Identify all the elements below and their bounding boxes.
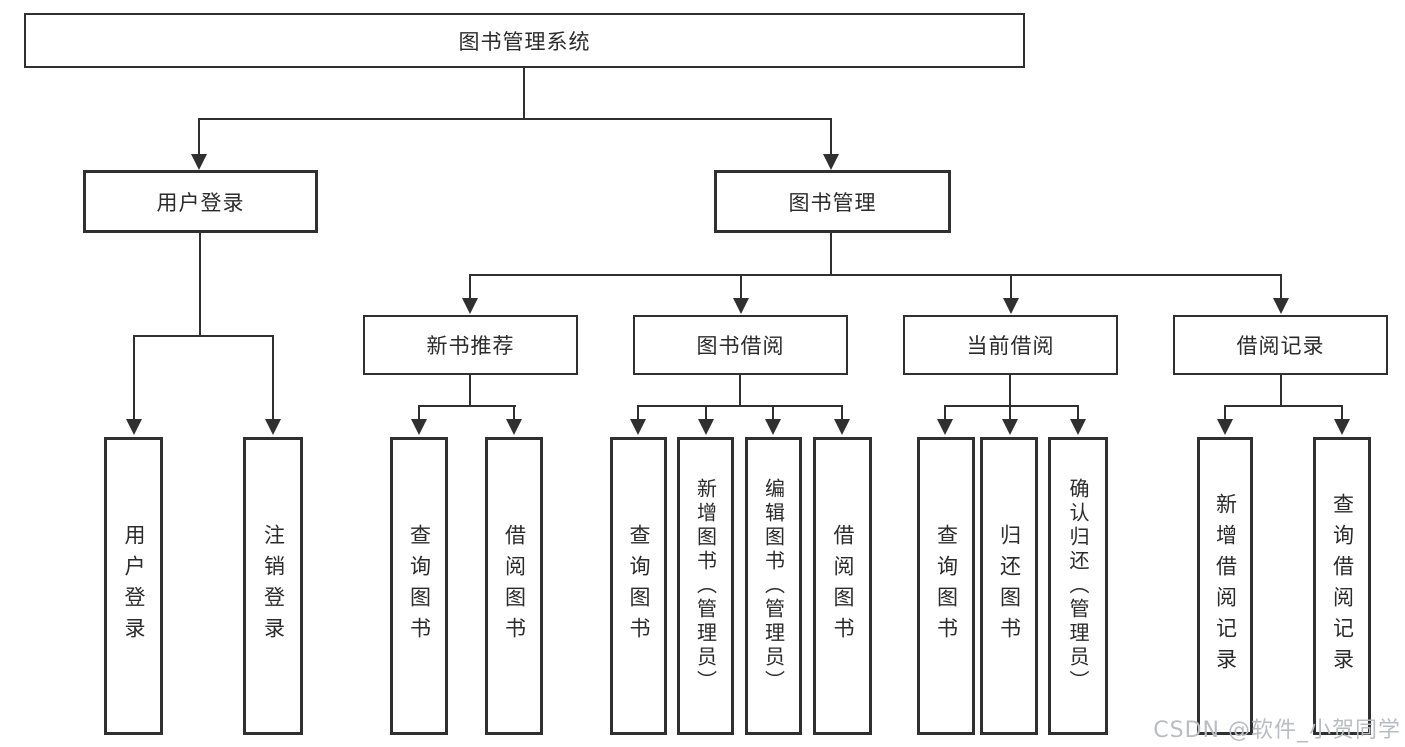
node-leaf-edit-books-admin: 编辑图书（管理员） <box>745 437 802 735</box>
arrowhead-down <box>191 118 207 170</box>
connector-stem <box>523 68 525 118</box>
connector-bus <box>133 335 274 337</box>
csdn-watermark: CSDN @软件_小贺同学 <box>1153 718 1401 743</box>
arrowhead-down <box>462 274 478 314</box>
node-borrow-records: 借阅记录 <box>1173 315 1388 375</box>
connector-stem <box>739 375 741 405</box>
node-new-book-recommend: 新书推荐 <box>363 315 578 375</box>
arrowhead-down <box>765 405 781 435</box>
connector-bus <box>1224 405 1343 407</box>
arrowhead-down <box>1217 405 1233 435</box>
connector-bus <box>198 118 832 120</box>
node-book-borrowing: 图书借阅 <box>633 315 848 375</box>
node-library-system: 图书管理系统 <box>24 13 1025 68</box>
node-leaf-confirm-return-admin: 确认归还（管理员） <box>1048 437 1108 735</box>
node-current-borrowing: 当前借阅 <box>903 315 1118 375</box>
node-book-management: 图书管理 <box>714 170 951 233</box>
node-leaf-query-books-2: 查询图书 <box>610 437 667 735</box>
node-leaf-query-borrow-record: 查询借阅记录 <box>1313 437 1371 735</box>
arrowhead-down <box>506 405 522 435</box>
node-leaf-borrow-books-2: 借阅图书 <box>813 437 872 735</box>
node-leaf-query-books-3: 查询图书 <box>917 437 975 735</box>
node-leaf-add-borrow-record: 新增借阅记录 <box>1197 437 1253 735</box>
arrowhead-down <box>1273 274 1289 314</box>
arrowhead-down <box>823 118 839 170</box>
arrowhead-down <box>1003 274 1019 314</box>
arrowhead-down <box>1002 405 1018 435</box>
arrowhead-down <box>834 405 850 435</box>
arrowhead-down <box>126 335 142 435</box>
connector-stem <box>1009 375 1011 405</box>
node-leaf-add-books-admin: 新增图书（管理员） <box>677 437 734 735</box>
arrowhead-down <box>411 405 427 435</box>
connector-bus <box>418 405 516 407</box>
arrowhead-down <box>733 274 749 314</box>
node-leaf-logout: 注销登录 <box>243 437 303 735</box>
arrowhead-down <box>630 405 646 435</box>
node-user-login-group: 用户登录 <box>83 170 318 233</box>
node-leaf-return-books: 归还图书 <box>980 437 1038 735</box>
node-leaf-user-login: 用户登录 <box>104 437 163 735</box>
node-leaf-borrow-books-1: 借阅图书 <box>485 437 543 735</box>
connector-bus <box>469 274 1282 276</box>
connector-bus <box>944 405 1079 407</box>
connector-bus <box>637 405 843 407</box>
connector-stem <box>199 233 201 335</box>
arrowhead-down <box>937 405 953 435</box>
arrowhead-down <box>265 335 281 435</box>
node-leaf-query-books-1: 查询图书 <box>390 437 448 735</box>
arrowhead-down <box>698 405 714 435</box>
connector-stem <box>469 375 471 405</box>
arrowhead-down <box>1070 405 1086 435</box>
arrowhead-down <box>1334 405 1350 435</box>
connector-stem <box>830 233 832 274</box>
connector-stem <box>1280 375 1282 405</box>
